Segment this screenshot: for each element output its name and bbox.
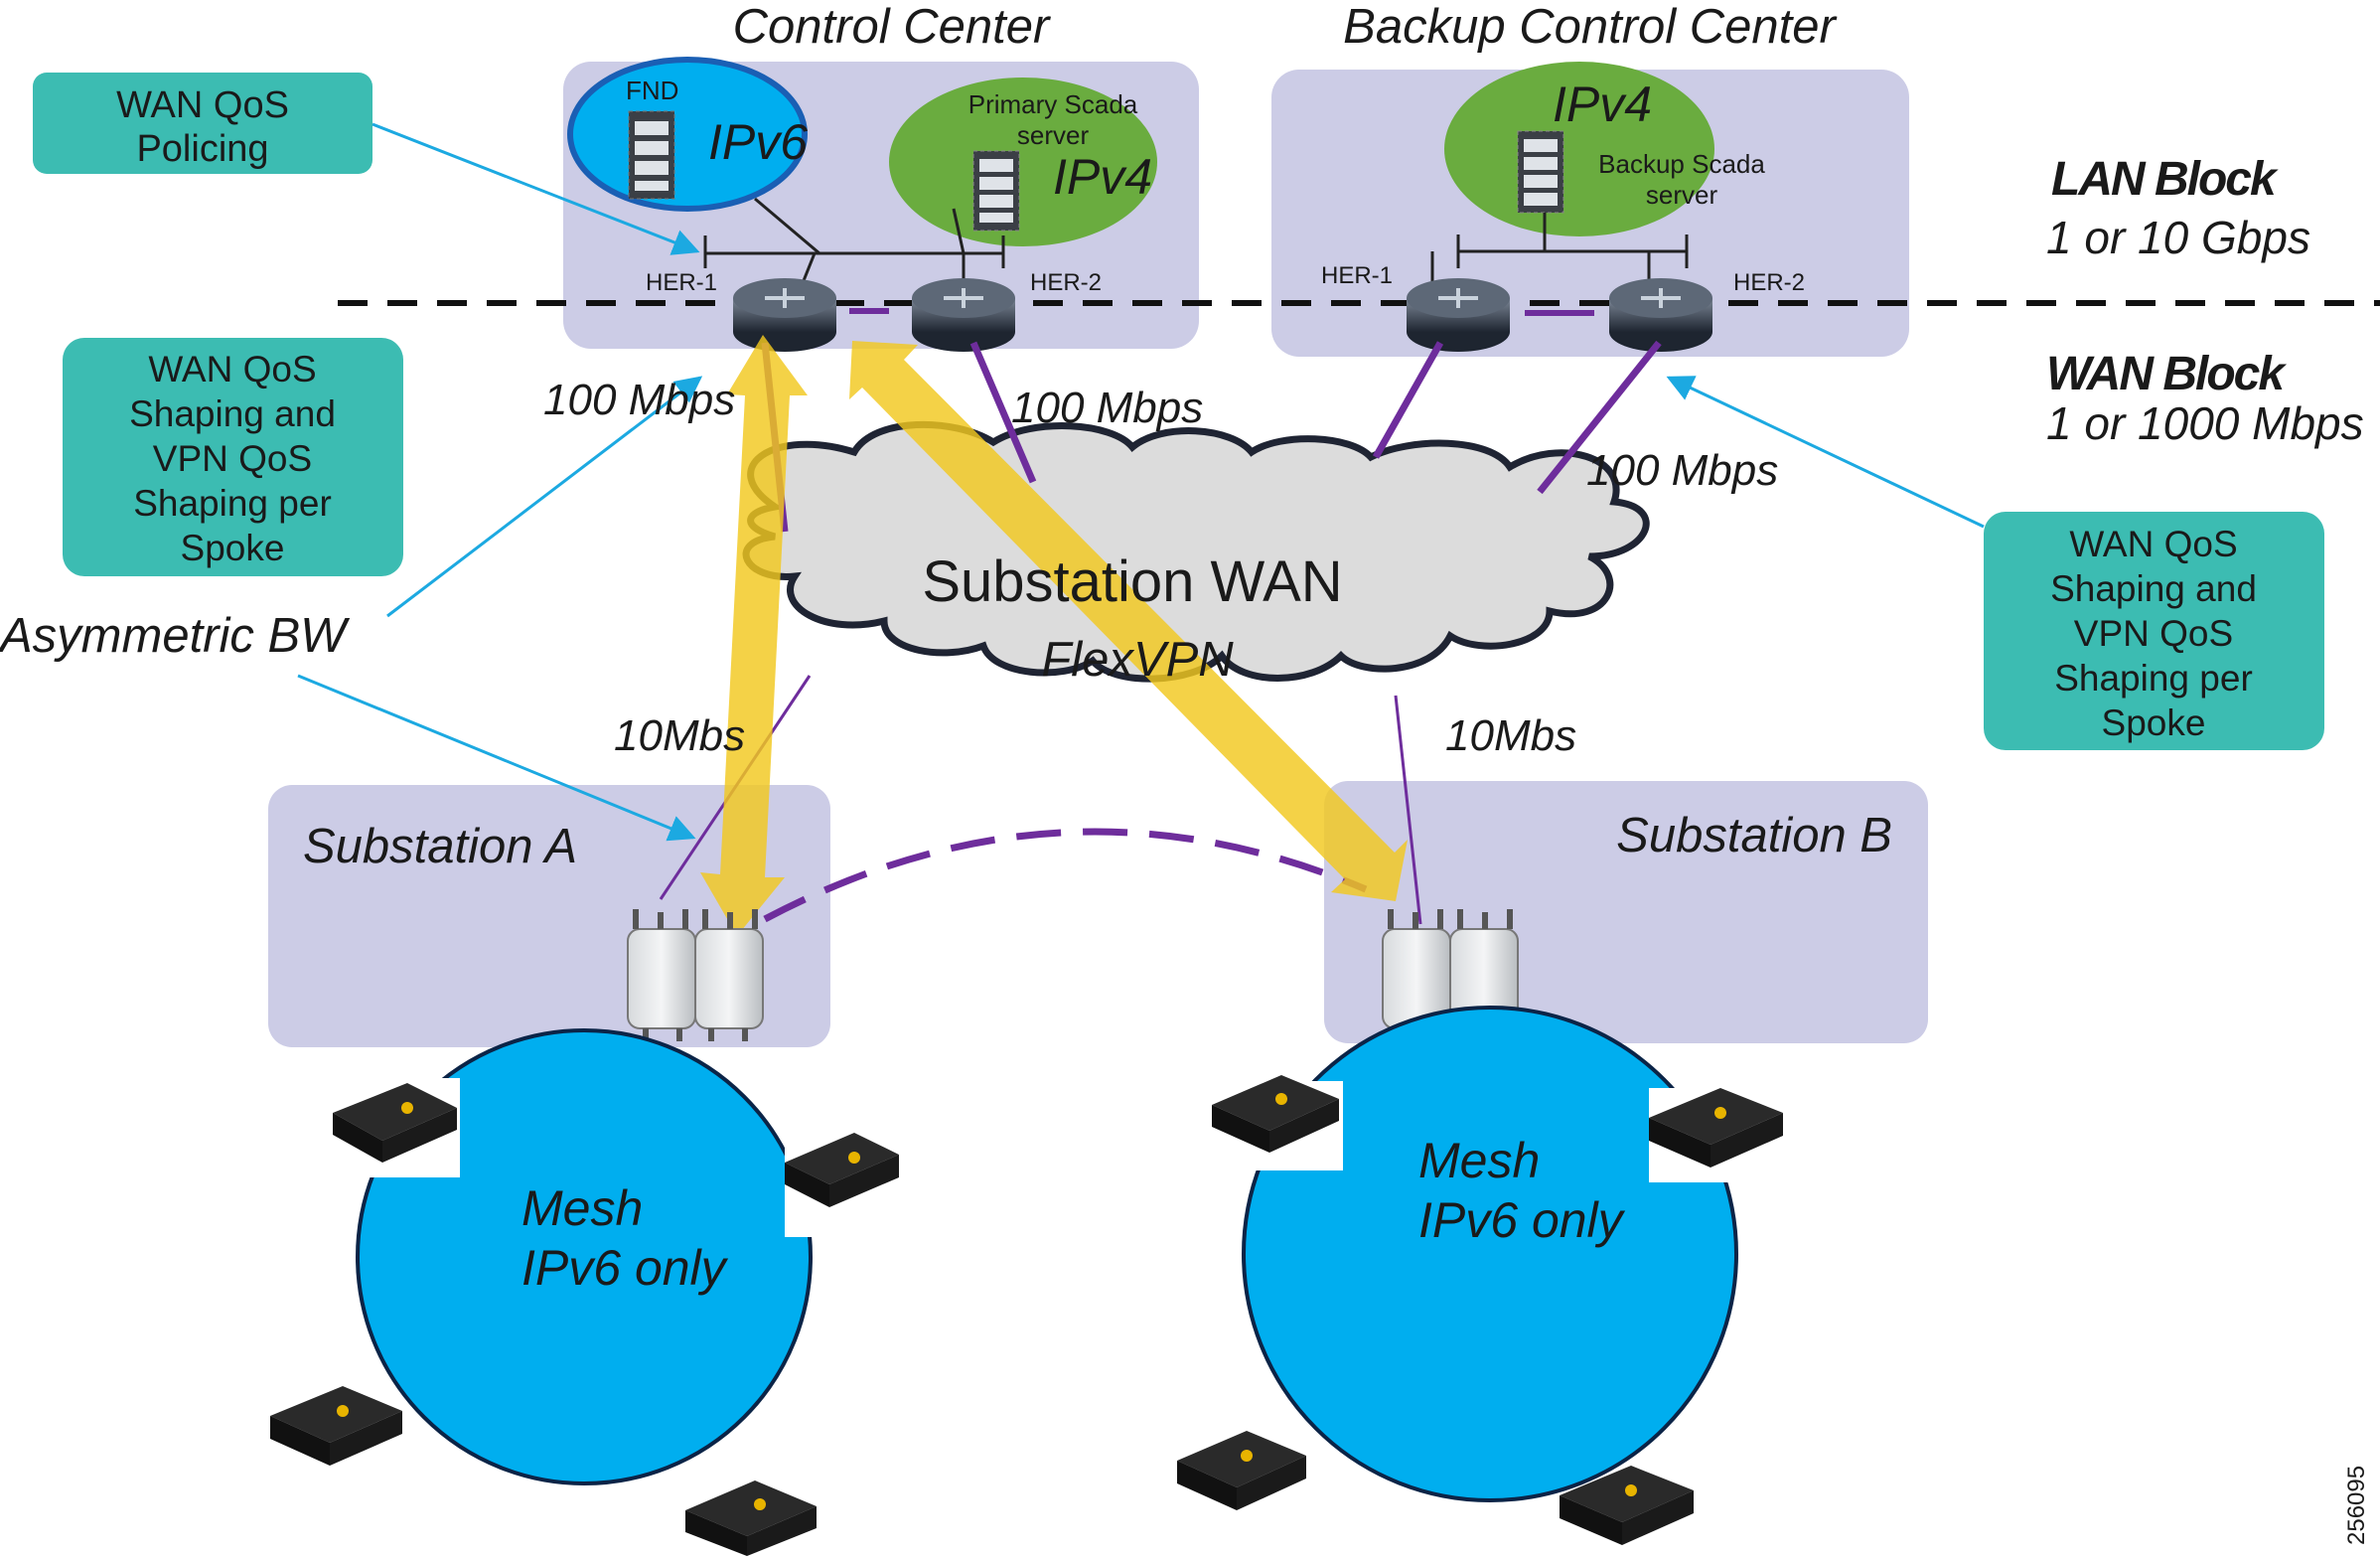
backup-scada-ipv4-zone [1444, 62, 1714, 236]
mesh-a-line2: IPv6 only [521, 1240, 729, 1296]
mesh-b-router-3-icon [1177, 1431, 1306, 1510]
cc-her1-label: HER-1 [646, 269, 717, 296]
shaping-left-callout-text-line: Shaping and [129, 393, 336, 434]
bw-her1-cc: 100 Mbps [543, 376, 735, 424]
primary-scada-server-icon [972, 150, 1020, 232]
lan-block-speed: 1 or 10 Gbps [2046, 212, 2310, 263]
traffic-arrows [700, 335, 1408, 936]
fnd-label: FND [626, 76, 678, 105]
shaping-left-callout-text-line: VPN QoS [153, 438, 312, 479]
lan-block-title: LAN Block [2051, 153, 2279, 206]
shaping-left-callout-box [63, 338, 403, 576]
substation-b-label: Substation B [1616, 809, 1892, 862]
policing-callout-text-line: Policing [136, 128, 268, 170]
mesh-a-line1: Mesh [521, 1180, 643, 1236]
backup-scada-ip-label: IPv4 [1553, 77, 1652, 132]
primary-scada-label-line: server [1017, 120, 1090, 150]
control-center-title: Control Center [733, 0, 1051, 54]
backup-scada-server-icon [1517, 130, 1564, 214]
mesh-b-router-4-icon [1560, 1466, 1694, 1545]
shaping-left-callout-text-line: WAN QoS [148, 349, 316, 390]
wan-block-speed: 1 or 1000 Mbps [2046, 397, 2364, 449]
callout-pointers [297, 122, 1985, 842]
mesh-a-router-1-icon [333, 1083, 457, 1163]
figure-id: 256095 [2343, 1466, 2370, 1545]
cc-her2-router-icon [912, 278, 1015, 352]
primary-scada-ip-label: IPv4 [1053, 149, 1152, 205]
mesh-b-line1: Mesh [1418, 1133, 1540, 1188]
substation-dashed-link [763, 828, 1368, 923]
mesh-a-router-4-icon [685, 1480, 817, 1556]
shaping-right-callout-text-line: Shaping and [2050, 568, 2257, 609]
shaping-right-callout-text-line: VPN QoS [2074, 613, 2233, 654]
bw-backup: 100 Mbps [1586, 446, 1778, 495]
mesh-b-circle [1242, 1006, 1738, 1502]
shaping-right-callout-text-line: WAN QoS [2069, 524, 2237, 564]
backup-her1-label: HER-1 [1321, 262, 1393, 289]
backup-her2-label: HER-2 [1733, 269, 1805, 296]
policing-callout-text-line: WAN QoS [116, 84, 289, 126]
backup-her2-router-icon [1609, 278, 1712, 352]
substation-b-access-point-icon [1382, 909, 1519, 1041]
bw-sub-a: 10Mbs [614, 711, 745, 760]
substation-a-label: Substation A [303, 820, 577, 873]
cloud-subtitle: FlexVPN [1041, 633, 1234, 687]
substation-a-access-point-icon [627, 909, 764, 1041]
shaping-right-callout-text-line: Spoke [2102, 702, 2206, 743]
mesh-b-line2: IPv6 only [1418, 1192, 1626, 1248]
shaping-left-callout-text-line: Shaping per [133, 483, 332, 524]
mesh-a-router-2-icon [785, 1133, 899, 1207]
asymmetric-bw-label: Asymmetric BW [0, 609, 351, 663]
mesh-b-router-1-icon [1212, 1075, 1339, 1153]
mesh-a-circle [356, 1028, 813, 1485]
shaping-right-callout-box [1984, 512, 2324, 750]
backup-her1-router-icon [1407, 278, 1510, 352]
wan-block-title: WAN Block [2046, 348, 2287, 400]
primary-scada-ipv4-zone [889, 78, 1157, 246]
mesh-b-router-2-icon [1649, 1088, 1783, 1168]
primary-scada-label-line: Primary Scada [968, 89, 1138, 119]
bw-her2-cc: 100 Mbps [1011, 384, 1203, 432]
policing-callout-box [33, 73, 372, 174]
backup-scada-label-line: Backup Scada [1598, 149, 1765, 179]
cc-her2-label: HER-2 [1030, 269, 1102, 296]
shaping-right-callout-text-line: Shaping per [2054, 658, 2253, 699]
backup-scada-label-line: server [1646, 180, 1718, 210]
fnd-ip-label: IPv6 [708, 114, 808, 170]
cc-her1-router-icon [733, 278, 836, 352]
cloud-title: Substation WAN [922, 549, 1342, 614]
fnd-server-icon [628, 110, 675, 200]
bw-sub-b: 10Mbs [1445, 711, 1576, 760]
shaping-left-callout-text-line: Spoke [181, 528, 285, 568]
backup-center-title: Backup Control Center [1343, 0, 1837, 54]
mesh-a-router-3-icon [270, 1386, 402, 1466]
